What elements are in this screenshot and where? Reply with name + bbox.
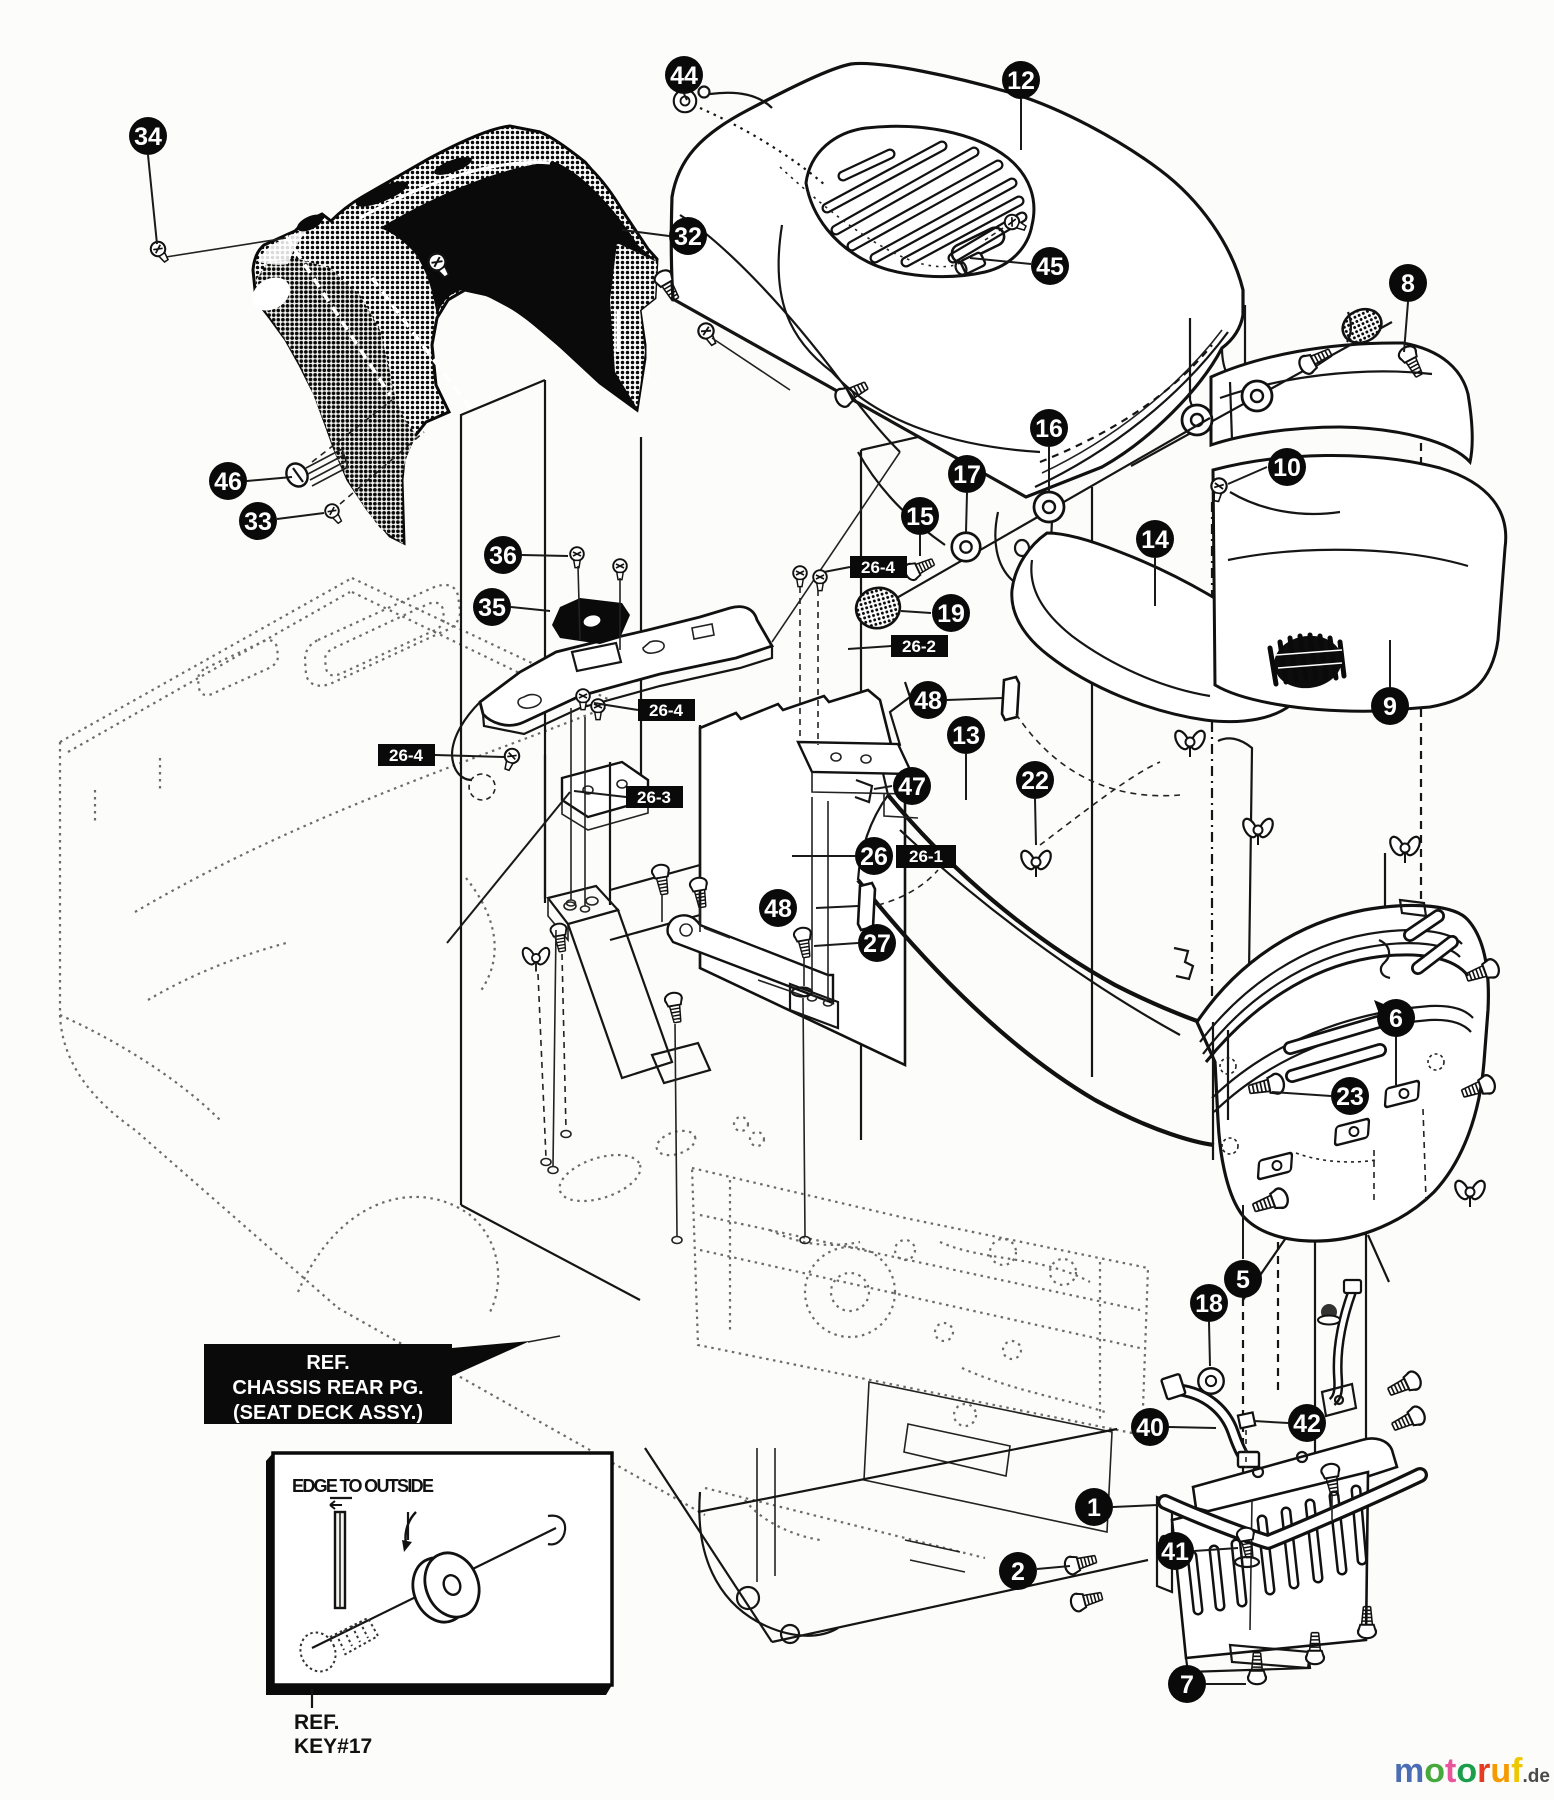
svg-text:15: 15 (906, 503, 934, 531)
svg-text:33: 33 (244, 508, 272, 536)
svg-text:16: 16 (1035, 415, 1063, 443)
svg-text:7: 7 (1180, 1671, 1194, 1699)
svg-text:45: 45 (1036, 253, 1064, 281)
svg-text:46: 46 (214, 468, 242, 496)
svg-text:26-4: 26-4 (389, 746, 424, 765)
svg-text:17: 17 (953, 461, 981, 489)
svg-text:26-1: 26-1 (909, 847, 943, 866)
svg-text:13: 13 (952, 722, 980, 750)
svg-text:23: 23 (1336, 1083, 1364, 1111)
svg-text:48: 48 (914, 687, 942, 715)
svg-text:40: 40 (1136, 1414, 1164, 1442)
svg-text:12: 12 (1007, 67, 1035, 95)
svg-text:(SEAT DECK ASSY.): (SEAT DECK ASSY.) (233, 1402, 423, 1424)
svg-text:REF.: REF. (294, 1711, 340, 1734)
svg-text:18: 18 (1195, 1290, 1223, 1318)
svg-text:27: 27 (863, 930, 891, 958)
svg-text:35: 35 (478, 594, 506, 622)
svg-text:44: 44 (670, 62, 698, 90)
svg-text:26-3: 26-3 (637, 788, 671, 807)
svg-text:9: 9 (1383, 693, 1397, 721)
svg-text:26-2: 26-2 (902, 637, 936, 656)
svg-text:26-4: 26-4 (649, 701, 684, 720)
svg-text:41: 41 (1161, 1538, 1189, 1566)
svg-text:REF.: REF. (306, 1352, 349, 1374)
svg-text:26: 26 (860, 843, 888, 871)
svg-text:19: 19 (937, 600, 965, 628)
svg-text:8: 8 (1401, 270, 1415, 298)
svg-text:6: 6 (1389, 1005, 1403, 1033)
svg-text:32: 32 (674, 223, 702, 251)
svg-text:34: 34 (134, 123, 162, 151)
svg-text:EDGE TO OUTSIDE: EDGE TO OUTSIDE (292, 1476, 434, 1496)
svg-text:47: 47 (898, 773, 926, 801)
svg-text:motoruf.de: motoruf.de (1394, 1752, 1550, 1790)
svg-text:22: 22 (1021, 767, 1049, 795)
svg-text:2: 2 (1011, 1558, 1025, 1586)
svg-text:10: 10 (1273, 454, 1301, 482)
svg-text:42: 42 (1293, 1410, 1321, 1438)
svg-text:KEY#17: KEY#17 (294, 1735, 372, 1758)
svg-text:14: 14 (1141, 526, 1169, 554)
svg-text:36: 36 (489, 542, 517, 570)
svg-text:1: 1 (1087, 1494, 1101, 1522)
svg-text:26-4: 26-4 (861, 558, 896, 577)
svg-text:48: 48 (764, 895, 792, 923)
svg-text:CHASSIS REAR PG.: CHASSIS REAR PG. (232, 1377, 423, 1399)
svg-text:5: 5 (1236, 1266, 1250, 1294)
